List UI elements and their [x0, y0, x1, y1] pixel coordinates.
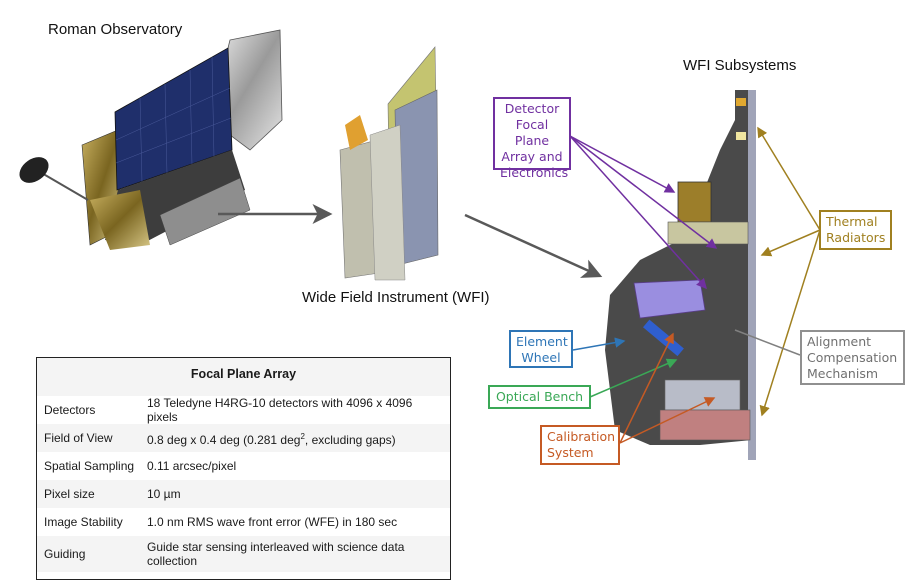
wfi-title: Wide Field Instrument (WFI): [302, 289, 490, 306]
value-text: , excluding gaps): [304, 432, 396, 447]
callout-line: Alignment: [807, 334, 872, 349]
callout-line: Calibration: [547, 429, 616, 444]
row-value: 1.0 nm RMS wave front error (WFE) in 180…: [147, 515, 398, 529]
callout-line: Element: [516, 334, 568, 349]
table-row: Pixel size 10 µm: [37, 480, 450, 508]
row-label: Spatial Sampling: [44, 459, 135, 473]
callout-line: Detector: [504, 101, 560, 116]
callout-line: Radiators: [826, 230, 886, 245]
row-value: 0.8 deg x 0.4 deg (0.281 deg2, excluding…: [147, 430, 450, 447]
callout-line: Electronics: [500, 165, 569, 180]
table-title: Focal Plane Array: [37, 358, 450, 396]
row-label: Field of View: [44, 431, 113, 445]
callout-line: Thermal: [826, 214, 878, 229]
row-value: 0.11 arcsec/pixel: [147, 459, 237, 473]
roman-observatory-title: Roman Observatory: [48, 21, 183, 38]
wfi-subsystems-title: WFI Subsystems: [683, 57, 797, 74]
value-text: 0.8 deg x 0.4 deg (0.281 deg: [147, 432, 301, 447]
callout-line: Mechanism: [807, 366, 879, 381]
callout-alignment-compensation: Alignment Compensation Mechanism: [800, 330, 905, 385]
callout-thermal-radiators: Thermal Radiators: [819, 210, 892, 250]
arrow-wfi-to-subsystems: [464, 213, 603, 278]
callout-line: Optical Bench: [495, 389, 584, 404]
callout-line: Compensation: [807, 350, 898, 365]
wfi-subsystems-illustration: [605, 90, 756, 460]
callout-element-wheel: Element Wheel: [509, 330, 573, 368]
callout-optical-bench: Optical Bench: [488, 385, 591, 409]
table-row: Guiding Guide star sensing interleaved w…: [37, 536, 450, 572]
callout-calibration-system: Calibration System: [540, 425, 620, 465]
callout-line: Wheel: [521, 350, 561, 365]
table-row: Spatial Sampling 0.11 arcsec/pixel: [37, 452, 450, 480]
callout-line: Focal Plane: [514, 117, 550, 148]
callout-line: Array and: [501, 149, 563, 164]
table-row: Detectors 18 Teledyne H4RG-10 detectors …: [37, 396, 450, 424]
focal-plane-array-table: Focal Plane Array Detectors 18 Teledyne …: [36, 357, 451, 580]
roman-observatory-illustration: [19, 29, 283, 250]
row-label: Image Stability: [44, 515, 123, 529]
row-value: Guide star sensing interleaved with scie…: [147, 540, 405, 568]
row-value: 18 Teledyne H4RG-10 detectors with 4096 …: [147, 396, 413, 424]
callout-line: System: [547, 445, 594, 460]
table-row: Image Stability 1.0 nm RMS wave front er…: [37, 508, 450, 536]
value-superscript: 2: [300, 431, 305, 441]
callout-detector-focal-plane: Detector Focal Plane Array and Electroni…: [493, 97, 571, 180]
wfi-illustration: [339, 46, 439, 281]
table-row: Field of View 0.8 deg x 0.4 deg (0.281 d…: [37, 424, 450, 452]
row-label: Guiding: [44, 547, 86, 561]
row-label: Detectors: [44, 403, 96, 417]
row-value: 10 µm: [147, 487, 181, 501]
row-label: Pixel size: [44, 487, 95, 501]
